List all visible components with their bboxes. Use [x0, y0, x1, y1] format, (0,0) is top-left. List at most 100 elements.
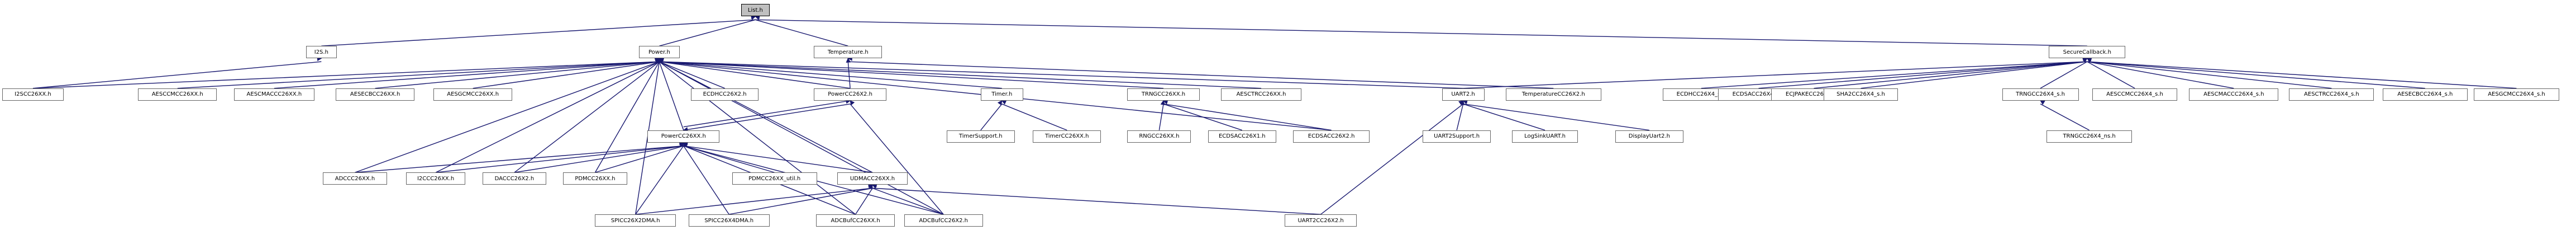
edge-ecdhcc-to-power: [659, 61, 725, 89]
graph-node-temp[interactable]: Temperature.h: [814, 46, 882, 59]
edge-adccc-to-power: [355, 61, 660, 173]
edge-i2scc-to-power: [32, 61, 660, 89]
graph-node-root[interactable]: List.h: [741, 4, 770, 17]
graph-node-ecdhcc[interactable]: ECDHCC26X2.h: [690, 88, 759, 101]
edge-power-to-root: [659, 19, 756, 46]
edge-trng_s-to-secure: [2040, 61, 2088, 89]
graph-node-adccc[interactable]: ADCCC26XX.h: [323, 172, 387, 185]
edge-timercc-to-timer: [1001, 104, 1067, 131]
edge-i2scc-to-i2s: [32, 61, 322, 89]
graph-node-uart2[interactable]: UART2.h: [1442, 88, 1485, 101]
graph-node-timercc[interactable]: TimerCC26XX.h: [1033, 130, 1101, 143]
edge-pdmcc-to-powercc26xx: [595, 145, 684, 173]
graph-node-adcbuf26x2[interactable]: ADCBufCC26X2.h: [904, 214, 983, 227]
edge-powercc26x2-to-powercc26xx: [683, 100, 851, 128]
graph-node-pdmutil[interactable]: PDMCC26XX_util.h: [732, 172, 817, 185]
edge-i2ccc-to-powercc26xx: [436, 145, 684, 173]
edge-powercc26xx-to-powercc26x2: [683, 104, 851, 131]
graph-node-timer[interactable]: Timer.h: [980, 88, 1023, 101]
graph-node-aesecb_s[interactable]: AESECBCC26X4_s.h: [2382, 88, 2468, 101]
graph-node-sha2_s[interactable]: SHA2CC26X4_s.h: [1823, 88, 1898, 101]
edge-logsink-to-uart2: [1463, 104, 1545, 131]
edge-spi4dma-to-powercc26xx: [683, 145, 729, 215]
graph-node-aescmac_s[interactable]: AESCMACCC26X4_s.h: [2189, 88, 2279, 101]
graph-node-udmacc[interactable]: UDMACC26XX.h: [837, 172, 908, 185]
edge-ecjpake_s-to-secure: [1814, 61, 2087, 89]
graph-node-aescmac[interactable]: AESCMACCC26XX.h: [233, 88, 315, 101]
graph-node-aesccm[interactable]: AESCCMCC26XX.h: [138, 88, 217, 101]
edge-uart2-to-secure: [1463, 61, 2087, 89]
edge-aesgcm_s-to-secure: [2087, 61, 2517, 89]
edge-daccc-to-powercc26xx: [514, 145, 684, 173]
graph-node-adcbuf26xx[interactable]: ADCBufCC26XX.h: [816, 214, 895, 227]
edge-arrowhead: [1458, 100, 1464, 105]
graph-node-uart2support[interactable]: UART2Support.h: [1423, 130, 1491, 143]
edge-pdmutil-to-powercc26xx: [683, 145, 775, 173]
graph-node-spi2dma[interactable]: SPICC26X2DMA.h: [595, 214, 676, 227]
edge-spi2dma-to-udmacc: [635, 187, 873, 215]
graph-node-trng_ns[interactable]: TRNGCC26X4_ns.h: [2047, 130, 2132, 143]
edge-ecdsacc26x2-to-trngcc: [1163, 104, 1332, 131]
edge-secure-to-root: [755, 19, 2087, 46]
edge-aescmac-to-power: [274, 61, 660, 89]
graph-node-aesctr[interactable]: AESCTRCC26XX.h: [1220, 88, 1302, 101]
edge-arrowhead: [2082, 58, 2088, 63]
graph-node-pdmcc[interactable]: PDMCC26XX.h: [563, 172, 627, 185]
edge-aesecb-to-power: [375, 61, 660, 89]
graph-node-ecdsacc26x2[interactable]: ECDSACC26X2.h: [1293, 130, 1370, 143]
edge-adcbuf26x2-to-udmacc: [872, 187, 944, 215]
edge-powercc26x2-to-power: [659, 61, 851, 89]
edge-temp-to-root: [755, 19, 848, 46]
edge-arrowhead: [850, 100, 855, 106]
graph-node-aesgcm[interactable]: AESGCMCC26XX.h: [433, 88, 513, 101]
edge-daccc-to-power: [514, 61, 660, 173]
edge-adcbuf26x2-to-power: [659, 61, 944, 215]
edge-ecdsa_s-to-secure: [1758, 61, 2087, 89]
edge-udmacc-to-powercc26xx: [683, 145, 873, 173]
graph-node-powercc26x2[interactable]: PowerCC26X2.h: [814, 88, 886, 101]
edge-arrowhead: [679, 142, 684, 148]
edge-uart2support-to-uart2: [1456, 104, 1464, 130]
graph-node-rngcc[interactable]: RNGCC26XX.h: [1127, 130, 1191, 143]
edge-rngcc-to-trngcc: [1158, 104, 1164, 130]
edge-aesctr-to-power: [659, 61, 1262, 89]
graph-node-aesecb[interactable]: AESECBCC26XX.h: [336, 88, 414, 101]
graph-node-i2s[interactable]: I2S.h: [306, 46, 337, 59]
graph-node-ecdsacc26x1[interactable]: ECDSACC26X1.h: [1208, 130, 1276, 143]
edge-aesccm-to-power: [177, 61, 660, 89]
graph-node-spi4dma[interactable]: SPICC26X4DMA.h: [688, 214, 770, 227]
graph-node-trng_s[interactable]: TRNGCC26X4_s.h: [2002, 88, 2079, 101]
edge-powercc26x2-to-temp: [847, 62, 851, 88]
edge-aesecb_s-to-secure: [2087, 61, 2425, 89]
graph-node-powercc26xx[interactable]: PowerCC26XX.h: [647, 130, 720, 143]
graph-node-uart2cc[interactable]: UART2CC26X2.h: [1284, 214, 1357, 227]
graph-node-tempcc[interactable]: TemperatureCC26X2.h: [1505, 88, 1601, 101]
graph-node-trngcc[interactable]: TRNGCC26XX.h: [1127, 88, 1200, 101]
edge-arrowhead: [2040, 100, 2045, 105]
graph-node-displayuart2[interactable]: DisplayUart2.h: [1615, 130, 1683, 143]
edge-powercc26xx-to-power: [659, 61, 684, 130]
edge-tempcc-to-temp: [848, 61, 1554, 89]
edge-arrowhead: [868, 184, 873, 190]
edge-adccc-to-powercc26xx: [355, 145, 684, 173]
graph-node-i2scc[interactable]: I2SCC26XX.h: [2, 88, 64, 101]
edge-i2ccc-to-power: [435, 61, 660, 173]
graph-node-secure[interactable]: SecureCallback.h: [2049, 46, 2126, 59]
graph-node-aesccm_s[interactable]: AESCCMCC26X4_s.h: [2092, 88, 2178, 101]
edge-adcbuf26xx-to-power: [659, 61, 856, 215]
edge-i2s-to-root: [321, 19, 756, 46]
edge-uart2cc-to-uart2: [1320, 104, 1463, 215]
edge-trng_ns-to-trng_s: [2040, 104, 2090, 131]
graph-node-aesgcm_s[interactable]: AESGCMCC26X4_s.h: [2474, 88, 2559, 101]
graph-node-i2ccc[interactable]: I2CCC26XX.h: [406, 172, 466, 185]
edge-aesctr_s-to-secure: [2087, 61, 2332, 89]
graph-node-aesctr_s[interactable]: AESCTRCC26X4_s.h: [2289, 88, 2374, 101]
edge-timersupport-to-timer: [980, 104, 1003, 131]
graph-node-logsink[interactable]: LogSinkUART.h: [1512, 130, 1578, 143]
edge-timer-to-power: [659, 61, 1002, 89]
graph-node-timersupport[interactable]: TimerSupport.h: [946, 130, 1015, 143]
graph-node-power[interactable]: Power.h: [638, 46, 680, 59]
graph-node-daccc[interactable]: DACCC26X2.h: [482, 172, 546, 185]
